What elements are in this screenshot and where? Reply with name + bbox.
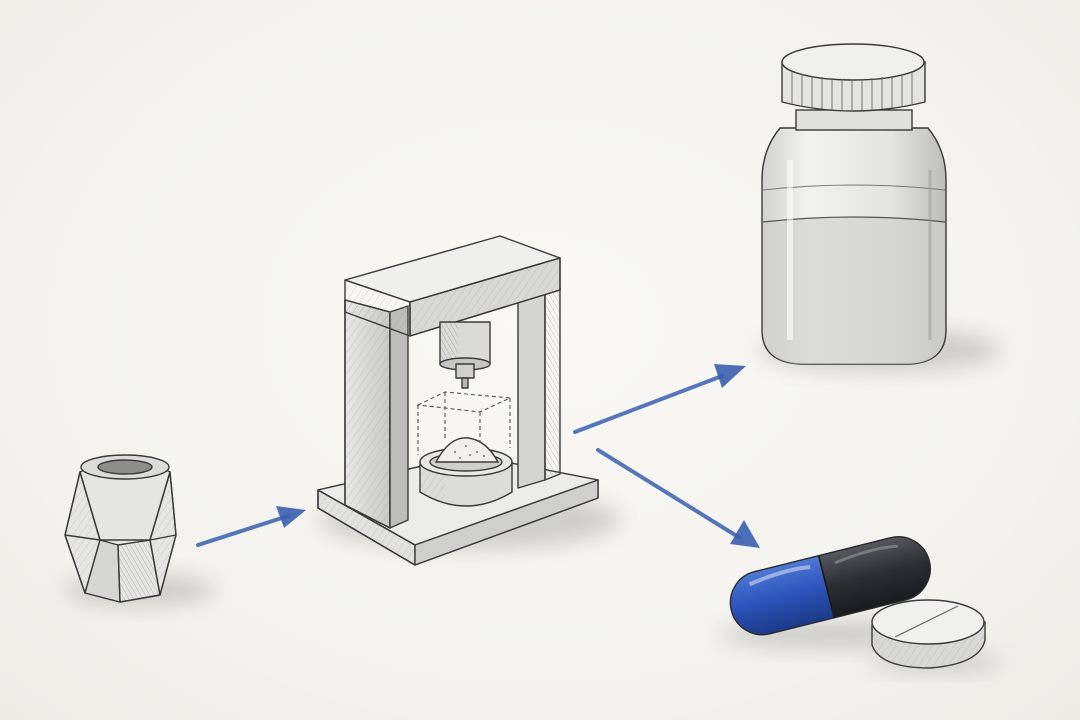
arrow-press-to-capsule	[596, 448, 760, 548]
arrow-press-to-bottle	[573, 364, 746, 434]
arrow-ring-to-press	[196, 506, 306, 547]
hexagonal-ring-part-icon	[64, 454, 215, 606]
jar-icon	[760, 43, 1000, 372]
tablet-icon	[870, 599, 1000, 672]
powder-press-icon	[317, 235, 620, 566]
